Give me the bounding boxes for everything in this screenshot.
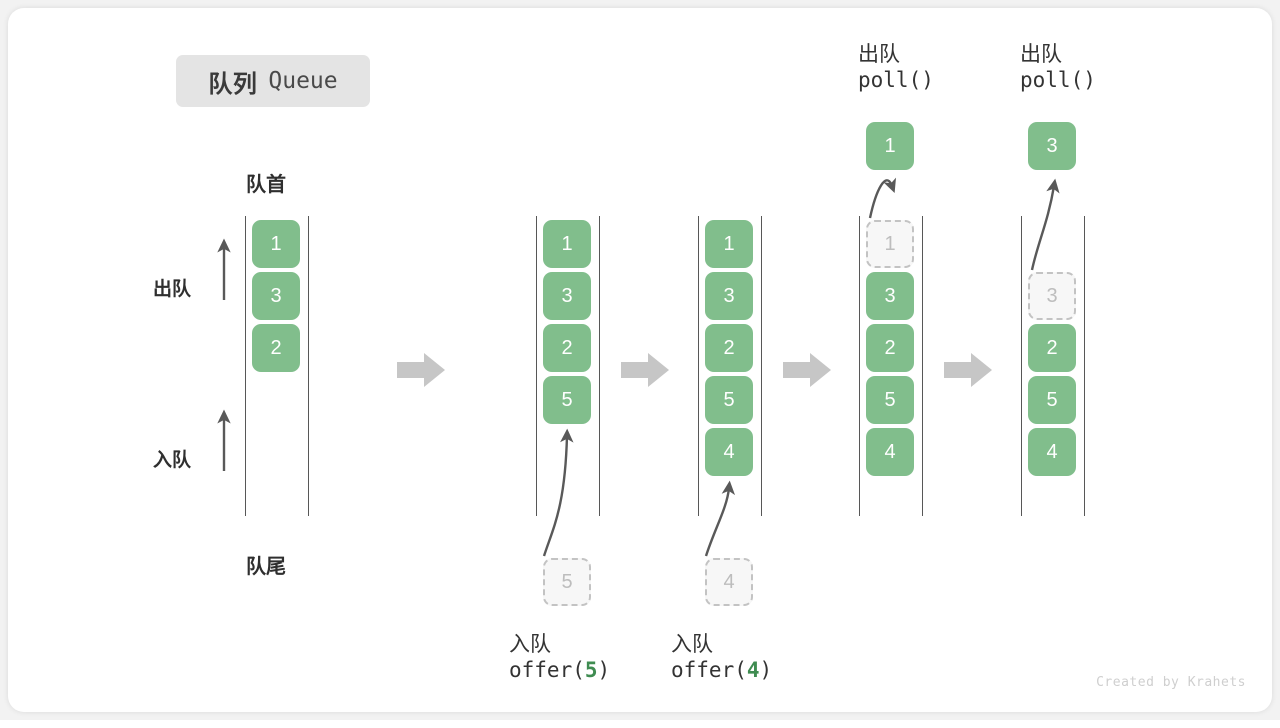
queue-item: 3 bbox=[543, 272, 591, 320]
queue-item: 4 bbox=[1028, 428, 1076, 476]
queue-rail-left bbox=[698, 216, 699, 516]
queue-item: 4 bbox=[866, 428, 914, 476]
queue-item: 4 bbox=[705, 428, 753, 476]
queue-item: 3 bbox=[705, 272, 753, 320]
separator-1 bbox=[397, 353, 445, 387]
queue-ghost-slot: 1 bbox=[866, 220, 914, 268]
queue-rail-right bbox=[308, 216, 309, 516]
queue-ghost-slot: 3 bbox=[1028, 272, 1076, 320]
queue-rail-left bbox=[536, 216, 537, 516]
popped-value-box: 1 bbox=[866, 122, 914, 170]
queue-item: 2 bbox=[705, 324, 753, 372]
queue-item: 2 bbox=[543, 324, 591, 372]
queue-item: 1 bbox=[543, 220, 591, 268]
dequeue-caption-code: poll() bbox=[1020, 68, 1096, 92]
pending-enqueue-value: 4 bbox=[705, 558, 753, 606]
queue-item: 2 bbox=[252, 324, 300, 372]
queue-title-cn: 队列 bbox=[208, 70, 258, 98]
queue-item: 5 bbox=[866, 376, 914, 424]
queue-rail-right bbox=[599, 216, 600, 516]
queue-item: 5 bbox=[1028, 376, 1076, 424]
enqueue-caption-code: offer(5) bbox=[509, 658, 611, 682]
separator-4 bbox=[944, 353, 992, 387]
dequeue-arrow bbox=[1030, 178, 1060, 271]
queue-rail-left bbox=[859, 216, 860, 516]
queue-rail-right bbox=[761, 216, 762, 516]
enqueue-arrow bbox=[542, 428, 574, 557]
queue-item: 1 bbox=[705, 220, 753, 268]
diagram-overlay bbox=[217, 177, 1060, 557]
pending-enqueue-value: 5 bbox=[543, 558, 591, 606]
enqueue-caption-cn: 入队 bbox=[509, 633, 551, 656]
dequeue-caption-code: poll() bbox=[858, 68, 934, 92]
queue-rail-right bbox=[1084, 216, 1085, 516]
queue-title-badge: 队列 Queue bbox=[176, 55, 370, 107]
queue-item: 3 bbox=[866, 272, 914, 320]
queue-item: 1 bbox=[252, 220, 300, 268]
queue-item: 2 bbox=[1028, 324, 1076, 372]
dequeue-caption-cn: 出队 bbox=[1020, 43, 1062, 66]
enqueue-arrow bbox=[704, 480, 736, 557]
queue-rail-left bbox=[245, 216, 246, 516]
dequeue-side-label: 出队 bbox=[153, 279, 192, 300]
queue-item: 5 bbox=[543, 376, 591, 424]
credit-text: Created by Krahets bbox=[1096, 675, 1246, 690]
separator-3 bbox=[783, 353, 831, 387]
dequeue-arrow bbox=[868, 177, 897, 219]
dequeue-caption-cn: 出队 bbox=[858, 43, 900, 66]
enqueue-side-label: 入队 bbox=[153, 450, 192, 471]
queue-item: 2 bbox=[866, 324, 914, 372]
queue-rail-right bbox=[922, 216, 923, 516]
queue-title-en: Queue bbox=[268, 68, 338, 94]
queue-rail-left bbox=[1021, 216, 1022, 516]
rear-label: 队尾 bbox=[246, 556, 286, 578]
popped-value-box: 3 bbox=[1028, 122, 1076, 170]
queue-item: 5 bbox=[705, 376, 753, 424]
front-label: 队首 bbox=[246, 174, 286, 196]
queue-item: 3 bbox=[252, 272, 300, 320]
separator-2 bbox=[621, 353, 669, 387]
enqueue-caption-code: offer(4) bbox=[671, 658, 773, 682]
enqueue-caption-cn: 入队 bbox=[671, 633, 713, 656]
